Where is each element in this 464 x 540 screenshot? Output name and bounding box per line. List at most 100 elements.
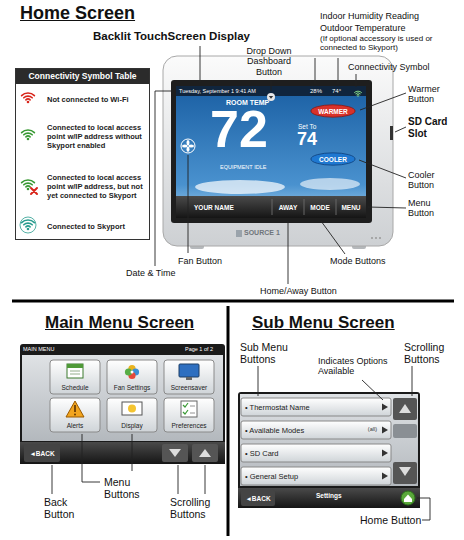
wifi-symbol-icons xyxy=(31,188,37,194)
sub-menu-screenshot xyxy=(241,490,275,506)
symbol-row-text: Connected to local access point w/IP add… xyxy=(47,173,146,200)
wifi-symbol-icons xyxy=(22,220,35,230)
touch-screen-text: 74 xyxy=(297,130,317,148)
main-menu-screenshot xyxy=(199,449,211,457)
thermostat-device xyxy=(371,237,373,239)
callout-label: Drop Down Dashboard Button xyxy=(238,46,300,77)
home-button-icon xyxy=(404,495,412,503)
leader-line xyxy=(200,46,201,82)
symbol-row-text: Not connected to Wi-Fi xyxy=(47,95,129,104)
thermostat-device xyxy=(336,199,337,215)
menu-icon xyxy=(67,364,83,368)
symbol-row-text: Connected to local access point w/IP add… xyxy=(47,123,146,150)
sub-menu-screenshot xyxy=(393,462,417,484)
menu-item-button: Preferences xyxy=(164,398,214,432)
menu-icon xyxy=(66,401,84,417)
menu-icon xyxy=(74,405,76,412)
menu-item-button: Fan Settings xyxy=(107,360,157,394)
leader-line xyxy=(258,366,430,520)
name-button-text: YOUR NAME xyxy=(194,204,234,211)
callout-label: Menu Button xyxy=(408,198,458,219)
submenu-row: • General Setup xyxy=(241,467,391,485)
callout-label: Sub Menu Buttons xyxy=(240,341,302,365)
touch-screen-text: 28% xyxy=(310,88,322,95)
thermostat-device xyxy=(375,237,377,239)
fan-icon xyxy=(181,139,195,153)
sub-menu-screenshot xyxy=(238,392,420,508)
menu-button-text: MENU xyxy=(341,204,360,211)
menu-item-button-text: Screensaver xyxy=(171,384,208,392)
callout-label: Backlit TouchScreen Display xyxy=(93,30,250,43)
legend-table-text: Connectivity Symbol Table xyxy=(16,69,149,84)
menu-icon xyxy=(128,405,136,413)
leader-line xyxy=(258,366,259,396)
mode-button: MODE xyxy=(305,196,335,218)
thermostat-device xyxy=(176,86,366,218)
callout-label: Indoor Humidity Reading xyxy=(320,11,419,21)
main-menu-screenshot xyxy=(22,355,223,441)
callout-label: Mode Buttons xyxy=(330,256,386,266)
sub-menu-screenshot xyxy=(393,398,417,420)
main-menu-screenshot xyxy=(20,344,225,464)
submenu-row: • SD Card xyxy=(241,444,391,462)
callout-label: Warmer Button xyxy=(408,84,458,105)
wifi-symbol-icons xyxy=(20,93,37,233)
callout-label: Home Button xyxy=(360,514,421,526)
leader-line xyxy=(155,46,406,284)
submenu-row-text: (all) xyxy=(368,426,377,432)
sub-menu-screenshot xyxy=(238,488,420,508)
main-menu-screen: MAIN MENUPage 1 of 2ScheduleFan Settings… xyxy=(20,344,225,464)
menu-icon xyxy=(183,403,188,414)
sub-menu-screenshot xyxy=(393,424,417,438)
sub-menu-screen-text: Settings xyxy=(316,492,342,499)
thermostat-device xyxy=(269,96,273,99)
leader-line xyxy=(359,160,406,178)
section-divider xyxy=(12,301,454,536)
leader-line xyxy=(395,127,406,132)
touch-screen-text: Tuesday, September 1 9:41 AM xyxy=(179,88,256,94)
main-menu-screenshot xyxy=(50,398,100,432)
leader-line xyxy=(52,465,53,494)
fan-icon xyxy=(188,145,194,148)
main-menu-screenshot xyxy=(164,360,214,394)
sub-menu-screenshot xyxy=(382,473,388,480)
leader-line xyxy=(271,81,272,91)
thermostat-device xyxy=(195,180,285,194)
main-menu-screenshot xyxy=(169,449,181,457)
touch-screen-text: 74° xyxy=(332,88,341,95)
away-button: AWAY xyxy=(273,196,303,218)
section-divider xyxy=(12,300,454,303)
wifi-symbol-icons xyxy=(20,217,36,233)
section-heading: Main Menu Screen xyxy=(45,313,194,333)
main-menu-screenshot xyxy=(162,444,188,462)
menu-icon xyxy=(190,406,195,413)
menu-icon xyxy=(179,364,199,377)
main-menu-screen-text: Page 1 of 2 xyxy=(185,346,213,352)
callout-label: Connectivity Symbol xyxy=(348,62,430,72)
main-menu-screenshot xyxy=(107,398,157,432)
symbol-row-text: Connected to Skyport xyxy=(47,222,125,231)
sub-menu-screenshot xyxy=(241,398,391,416)
thermostat-device xyxy=(272,199,273,215)
menu-item-button-text: Alerts xyxy=(67,422,84,430)
leader-line xyxy=(321,221,345,254)
submenu-row-text: • Available Modes xyxy=(245,426,304,435)
cooler-button-text: COOLER xyxy=(319,156,347,163)
sub-menu-screenshot xyxy=(382,450,388,457)
main-menu-screen-text: MAIN MENU xyxy=(23,346,54,352)
menu-item-button: Screensaver xyxy=(164,360,214,394)
section-divider xyxy=(227,306,230,536)
menu-button: MENU xyxy=(337,196,365,218)
main-menu-screenshot xyxy=(192,444,218,462)
touch-screen-text: 72 xyxy=(210,103,268,155)
leader-line xyxy=(178,465,179,494)
fan-icon xyxy=(182,145,188,148)
menu-item-button: Alerts xyxy=(50,398,100,432)
name-button: YOUR NAME xyxy=(190,196,248,218)
callout-label: (If optional accessory is used or connec… xyxy=(320,34,460,52)
sub-menu-screenshot xyxy=(399,404,411,413)
leader-line xyxy=(205,465,206,494)
sub-menu-screenshot xyxy=(399,467,411,476)
touch-screen-text: EQUIPMENT IDLE xyxy=(220,164,266,170)
leader-line xyxy=(132,434,133,471)
